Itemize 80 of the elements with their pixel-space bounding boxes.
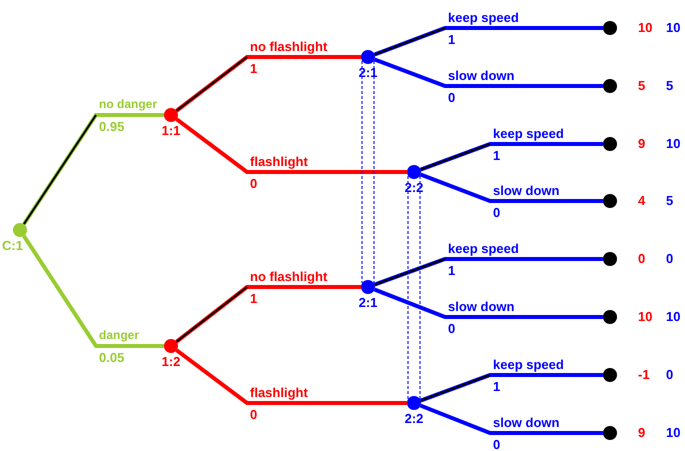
branch-value: 0 [493, 437, 500, 451]
terminal-node [603, 137, 617, 151]
node-label: 2:1 [358, 295, 378, 310]
terminal-node [603, 310, 617, 324]
edge-label: no flashlight [250, 39, 328, 54]
terminal-node [603, 426, 617, 440]
payoff-value: 10 [666, 136, 680, 151]
branch-value: 1 [493, 379, 500, 394]
node-label: C:1 [2, 238, 24, 253]
branch-value: 0 [250, 176, 258, 191]
terminal-node [603, 368, 617, 382]
branch-line [420, 373, 603, 402]
edge-label: slow down [493, 415, 560, 430]
branch-line [420, 142, 603, 172]
payoff-value: 10 [638, 20, 652, 35]
payoff-value: 5 [638, 78, 646, 93]
branch-line [22, 113, 164, 226]
branch-line [374, 257, 603, 286]
edge-label: keep speed [448, 10, 519, 25]
branch-line [175, 118, 407, 174]
decision-node [13, 223, 27, 237]
branch-value: 1 [448, 263, 456, 278]
edge-label: no flashlight [250, 269, 328, 284]
branch-line [374, 288, 603, 319]
branch-value: 0 [448, 90, 456, 105]
edge-label: keep speed [493, 357, 564, 372]
node-label: 2:2 [404, 411, 424, 426]
branch-line [22, 234, 164, 348]
information-set-line [362, 60, 374, 284]
branch-line [420, 404, 603, 435]
information-set-line [408, 176, 420, 400]
payoff-value: 10 [666, 425, 680, 440]
edge-label: slow down [448, 299, 514, 314]
decision-node [361, 280, 375, 294]
branch-value: 0 [493, 205, 500, 220]
branch-value: 1 [448, 32, 456, 47]
edge-label: flashlight [250, 154, 308, 169]
payoff-value: 0 [666, 367, 674, 382]
decision-node [164, 339, 178, 353]
payoff-value: 5 [666, 78, 674, 93]
decision-node [164, 108, 178, 122]
branch-value: 1 [250, 291, 258, 306]
payoff-value: 10 [666, 20, 680, 35]
branch-value: 1 [250, 61, 258, 76]
payoff-value: 0 [638, 251, 646, 266]
payoff-value: 0 [666, 251, 674, 266]
payoff-value: 4 [638, 193, 646, 208]
branch-line [175, 285, 361, 344]
decision-node [407, 165, 421, 179]
payoff-value: 9 [638, 425, 646, 440]
edge-label: slow down [493, 183, 560, 198]
payoff-value: 9 [638, 136, 646, 151]
payoff-value: 5 [666, 193, 674, 208]
branch-line [374, 26, 603, 56]
payoff-value: 10 [666, 309, 680, 324]
branch-line [374, 58, 603, 88]
branch-line [175, 348, 407, 405]
node-label: 1:1 [160, 123, 182, 138]
branch-line [175, 55, 361, 112]
branch-value: 0 [448, 321, 456, 336]
node-label: 1:2 [160, 354, 182, 369]
decision-node [407, 396, 421, 410]
terminal-node [603, 252, 617, 266]
edge-label: keep speed [493, 126, 564, 141]
edge-label: no danger [99, 97, 158, 112]
edge-label: flashlight [250, 385, 308, 400]
payoff-value: 10 [638, 309, 652, 324]
payoff-value: -1 [638, 367, 650, 382]
decision-node [361, 50, 375, 64]
terminal-node [603, 79, 617, 93]
edge-label: slow down [448, 68, 514, 83]
branch-value: 0.05 [99, 350, 124, 365]
edge-label: keep speed [448, 241, 519, 256]
terminal-node [603, 21, 617, 35]
terminal-node [603, 194, 617, 208]
branch-value: 0 [250, 407, 258, 422]
edge-label: danger [99, 328, 140, 343]
branch-value: 1 [493, 148, 500, 163]
branch-line [420, 172, 603, 203]
branch-value: 0.95 [99, 119, 124, 134]
